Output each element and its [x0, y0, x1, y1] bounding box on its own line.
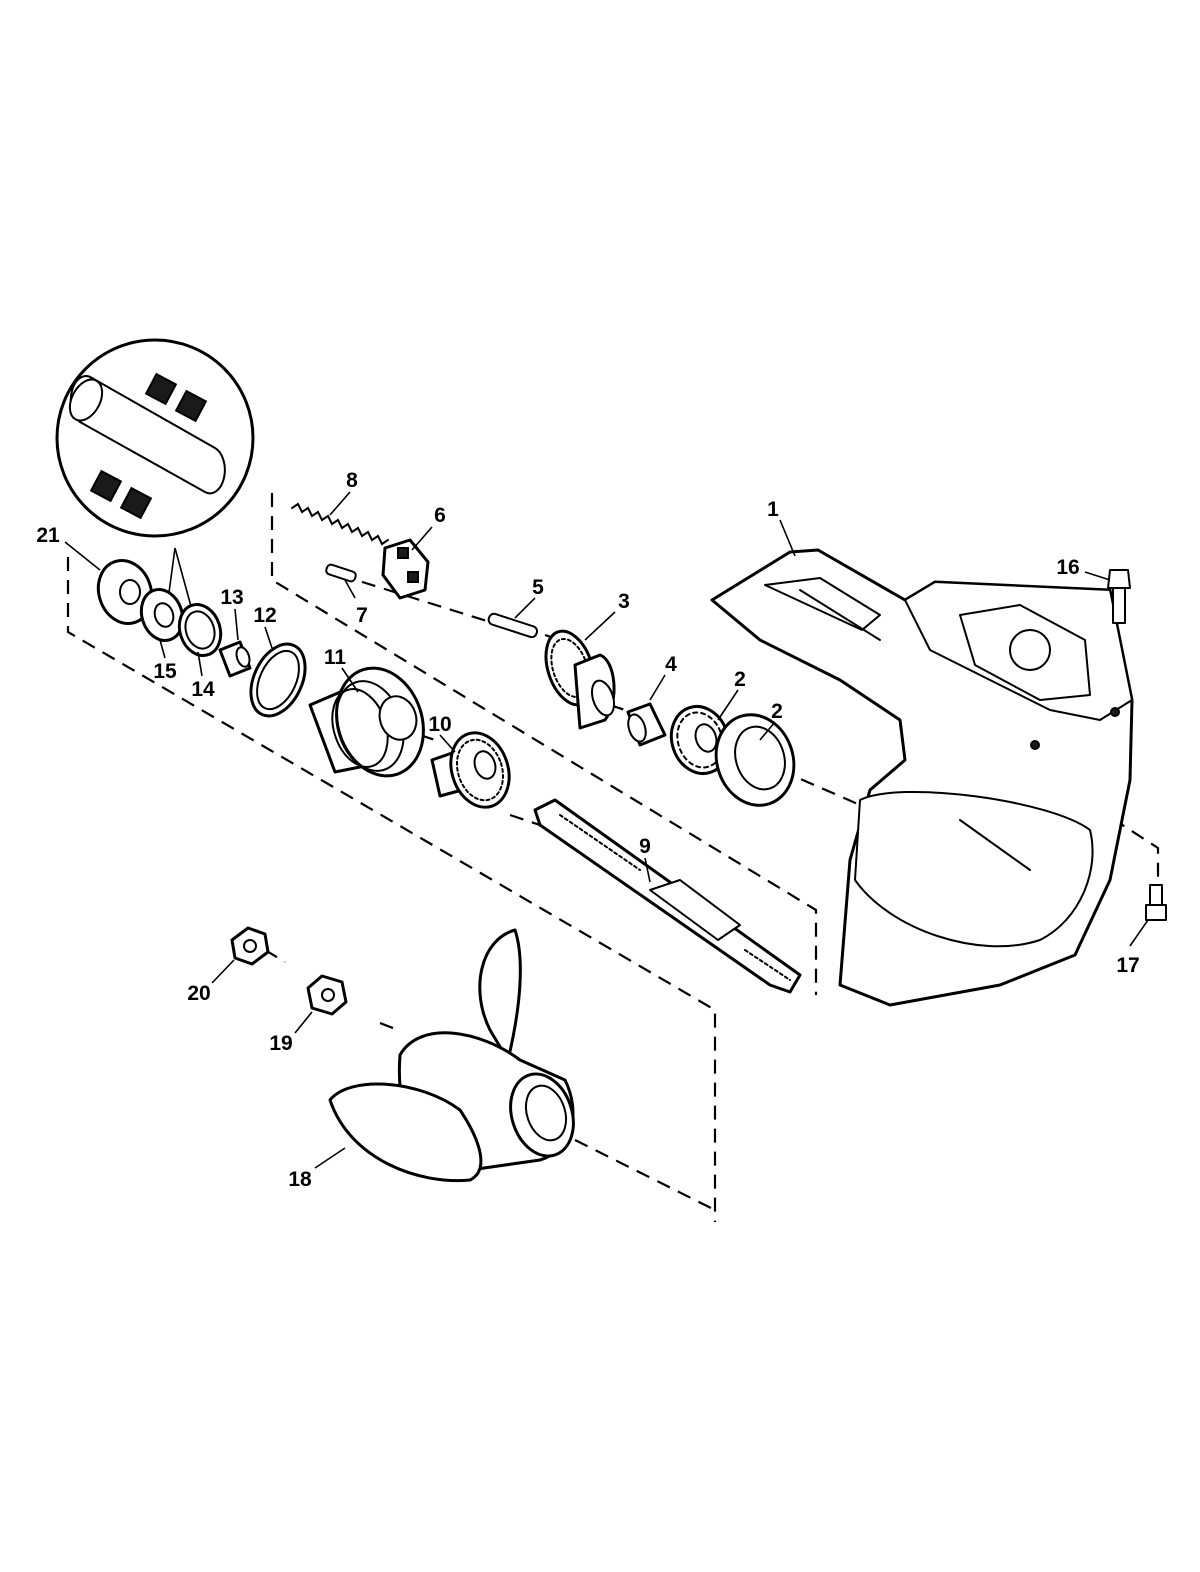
callout-1: 1	[767, 498, 779, 521]
part-16-bolt	[1107, 569, 1131, 624]
callout-3: 3	[618, 590, 630, 613]
bolt-17-shank	[1149, 884, 1163, 908]
detail-bearing-top-a	[144, 372, 178, 406]
pin-7-body	[325, 563, 357, 583]
callout-7: 7	[356, 604, 368, 627]
bolt-17-head	[1145, 904, 1167, 921]
callout-10: 10	[428, 713, 451, 736]
callout-6: 6	[434, 504, 446, 527]
callout-labels: 1 2 2 3 4 5 6 7 8 9 10 11 12 13 14 15 16…	[36, 469, 1139, 1191]
part-7-pin	[325, 563, 357, 583]
callout-9: 9	[639, 835, 651, 858]
callout-11: 11	[324, 646, 347, 669]
callout-21: 21	[36, 524, 60, 547]
callout-2-cup: 2	[771, 700, 783, 723]
part-10-reverse-gear	[430, 731, 511, 809]
part-15-seal	[139, 588, 185, 642]
callout-5: 5	[532, 576, 544, 599]
shaft-collar	[649, 879, 741, 941]
o-ring-12-inner	[256, 649, 300, 711]
callout-8: 8	[346, 469, 358, 492]
gear-3-bore	[590, 679, 616, 717]
callout-15: 15	[153, 660, 177, 683]
leader-lines	[64, 491, 1149, 1169]
clutch-body	[381, 538, 430, 600]
part-2-bearing-cup	[714, 713, 796, 807]
part-17-bolt	[1145, 884, 1167, 921]
nut-20-hole	[243, 939, 257, 953]
callout-4: 4	[665, 653, 677, 676]
gear-10-teeth	[455, 738, 505, 802]
part-11-bearing-carrier	[308, 666, 425, 778]
cap-21-hole	[119, 579, 141, 605]
boundary-propshaft-assembly	[66, 557, 717, 1222]
bearing-14-outer	[177, 603, 223, 657]
bushing-4-end	[627, 713, 647, 743]
callout-20: 20	[187, 982, 210, 1005]
part-6-clutch	[381, 538, 430, 600]
callout-12: 12	[253, 604, 276, 627]
detail-shaft	[69, 375, 226, 495]
detail-leader-b	[174, 547, 193, 611]
clutch-tooth-b	[407, 571, 419, 583]
boundary-shift-assembly	[270, 493, 818, 995]
gear-housing-bolt-hole-a	[1110, 707, 1120, 717]
callout-19: 19	[269, 1032, 292, 1055]
shaft-spline-rear	[744, 949, 791, 981]
callout-18: 18	[288, 1168, 312, 1191]
callout-14: 14	[191, 678, 215, 701]
callout-2-cone: 2	[734, 668, 746, 691]
propeller-blade-top	[478, 928, 522, 1062]
gear-10-bore	[473, 750, 497, 780]
gear-housing	[710, 548, 1134, 1007]
part-8-spring	[291, 502, 389, 546]
axis-line-housing	[779, 768, 861, 807]
propeller-exhaust-inner	[524, 1084, 568, 1142]
seal-15-inner	[153, 602, 175, 628]
propeller-blade-left	[328, 1082, 483, 1183]
bearing-cone-bore	[694, 723, 718, 753]
part-5-pin	[487, 612, 539, 639]
axis-line-shaft	[509, 813, 541, 827]
detail-bearing-top-b	[174, 389, 208, 423]
part-9-propeller-shaft	[533, 798, 802, 994]
bearing-14-race	[184, 610, 216, 650]
detail-bearing-bottom-a	[89, 469, 123, 503]
part-13-bushing	[218, 640, 252, 678]
part-21-cap	[96, 559, 154, 625]
part-3-forward-gear	[544, 629, 616, 730]
axis-line-prop	[574, 1139, 716, 1211]
bushing-13-end	[235, 646, 251, 668]
shaft-spline-front	[559, 814, 641, 871]
part-19-nut	[306, 974, 348, 1016]
gear-housing-torpedo	[854, 791, 1094, 948]
nut-19-hole	[321, 988, 335, 1002]
detail-bearing-bottom-b	[119, 486, 153, 520]
callout-17: 17	[1116, 954, 1139, 977]
detail-inset	[55, 338, 255, 611]
gear-housing-line-a	[959, 819, 1031, 871]
carrier-bore	[378, 695, 418, 741]
clutch-tooth-a	[397, 547, 409, 559]
bearing-cup-inner	[734, 725, 786, 791]
spring-coil	[291, 502, 389, 546]
part-18-propeller	[328, 928, 575, 1183]
bolt-16-shank	[1112, 587, 1126, 624]
axis-line-shift	[339, 573, 491, 624]
gear-housing-bolt-hole-b	[1030, 740, 1040, 750]
part-14-bearing	[177, 603, 223, 657]
pin-5-body	[487, 612, 539, 639]
part-4-bushing	[626, 702, 667, 747]
callout-13: 13	[220, 586, 243, 609]
callout-16: 16	[1056, 556, 1079, 579]
part-12-o-ring	[249, 642, 307, 718]
gear-housing-line-b	[799, 589, 881, 641]
part-20-nut	[230, 926, 270, 966]
detail-shaft-end	[68, 378, 104, 422]
bolt-16-head	[1107, 569, 1131, 589]
gear-housing-drive-shaft-bore	[1009, 629, 1051, 671]
axis-line-nut-19	[379, 1021, 399, 1032]
